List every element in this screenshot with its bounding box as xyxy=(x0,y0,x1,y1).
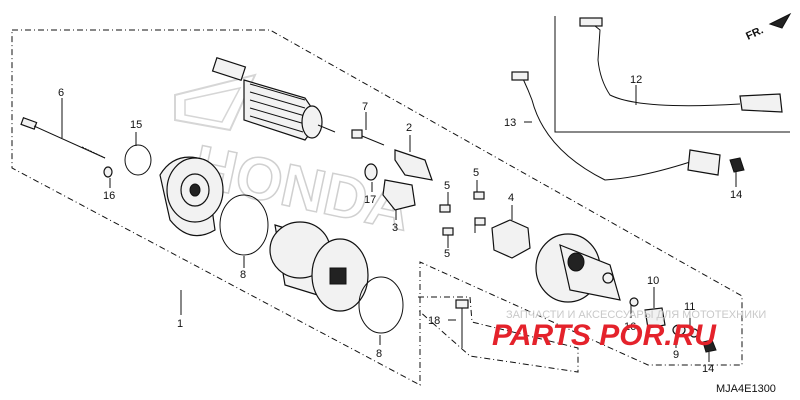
callout-11: 11 xyxy=(684,301,695,313)
part-11-insulator xyxy=(672,324,686,336)
leader-lines xyxy=(61,85,737,362)
part-5-springs xyxy=(439,191,486,236)
callout-4: 4 xyxy=(508,192,514,204)
callout-1: 1 xyxy=(177,318,183,330)
front-arrow-icon xyxy=(768,12,792,29)
callout-5-bottom: 5 xyxy=(444,248,450,260)
part-6-bolt xyxy=(20,117,106,159)
part-16-washer-right xyxy=(629,297,639,307)
callout-8-right: 8 xyxy=(376,348,382,360)
callout-7: 7 xyxy=(362,101,368,113)
callout-14-lower: 14 xyxy=(702,363,714,375)
main-assembly-outline xyxy=(11,29,743,386)
part-13-cable xyxy=(511,71,721,181)
watermark-tagline: ЗАПЧАСТИ И АКСЕССУАРЫ ДЛЯ МОТОТЕХНИКИ xyxy=(506,309,766,321)
callout-15: 15 xyxy=(130,119,142,131)
part-16-washer xyxy=(103,166,113,178)
callout-16-left: 16 xyxy=(103,190,115,202)
callout-16-right: 16 xyxy=(624,321,636,333)
callout-6: 6 xyxy=(58,87,64,99)
callout-5-left: 5 xyxy=(444,180,450,192)
armature xyxy=(211,56,336,141)
callout-18: 18 xyxy=(428,315,440,327)
diagram-code: MJA4E1300 xyxy=(716,383,776,395)
sub-assembly-outline xyxy=(417,296,579,373)
callout-9: 9 xyxy=(673,349,679,361)
callout-13: 13 xyxy=(504,117,516,129)
part-8-gasket-right xyxy=(358,276,404,334)
part-12-cable xyxy=(579,17,783,113)
callout-12: 12 xyxy=(630,74,642,86)
callout-3: 3 xyxy=(392,222,398,234)
part-3-brush-plate xyxy=(382,179,416,211)
part-7-screw xyxy=(351,129,385,146)
part-9-washer xyxy=(689,328,699,338)
callout-14-upper: 14 xyxy=(730,189,742,201)
front-cover xyxy=(159,156,224,237)
front-direction-indicator: FR. xyxy=(744,12,792,43)
svg-text:FR.: FR. xyxy=(744,24,765,42)
motor-case xyxy=(269,221,369,312)
part-8-gasket-left xyxy=(219,194,269,256)
callout-17: 17 xyxy=(364,194,376,206)
part-18-bolt xyxy=(455,299,469,348)
part-15-o-ring xyxy=(124,144,152,176)
part-2-brush-holder xyxy=(394,149,433,181)
part-4-coupling xyxy=(491,219,531,259)
part-14-nut-lower xyxy=(702,339,717,353)
watermark-site: PARTS POR.RU xyxy=(492,319,717,352)
part-14-nut-upper xyxy=(729,157,745,173)
harness-box-outline xyxy=(554,16,790,133)
callout-10: 10 xyxy=(647,275,659,287)
callout-2: 2 xyxy=(406,122,412,134)
part-10-terminal-stud xyxy=(644,307,666,329)
site-watermark: ЗАПЧАСТИ И АКСЕССУАРЫ ДЛЯ МОТОТЕХНИКИ PA… xyxy=(492,309,766,352)
rear-cover xyxy=(535,233,621,303)
callout-8-left: 8 xyxy=(240,269,246,281)
part-17-terminal xyxy=(364,163,378,181)
callouts: 1 2 3 4 5 5 5 6 7 8 8 9 10 11 12 13 14 1… xyxy=(58,74,742,375)
callout-5-top: 5 xyxy=(473,167,479,179)
